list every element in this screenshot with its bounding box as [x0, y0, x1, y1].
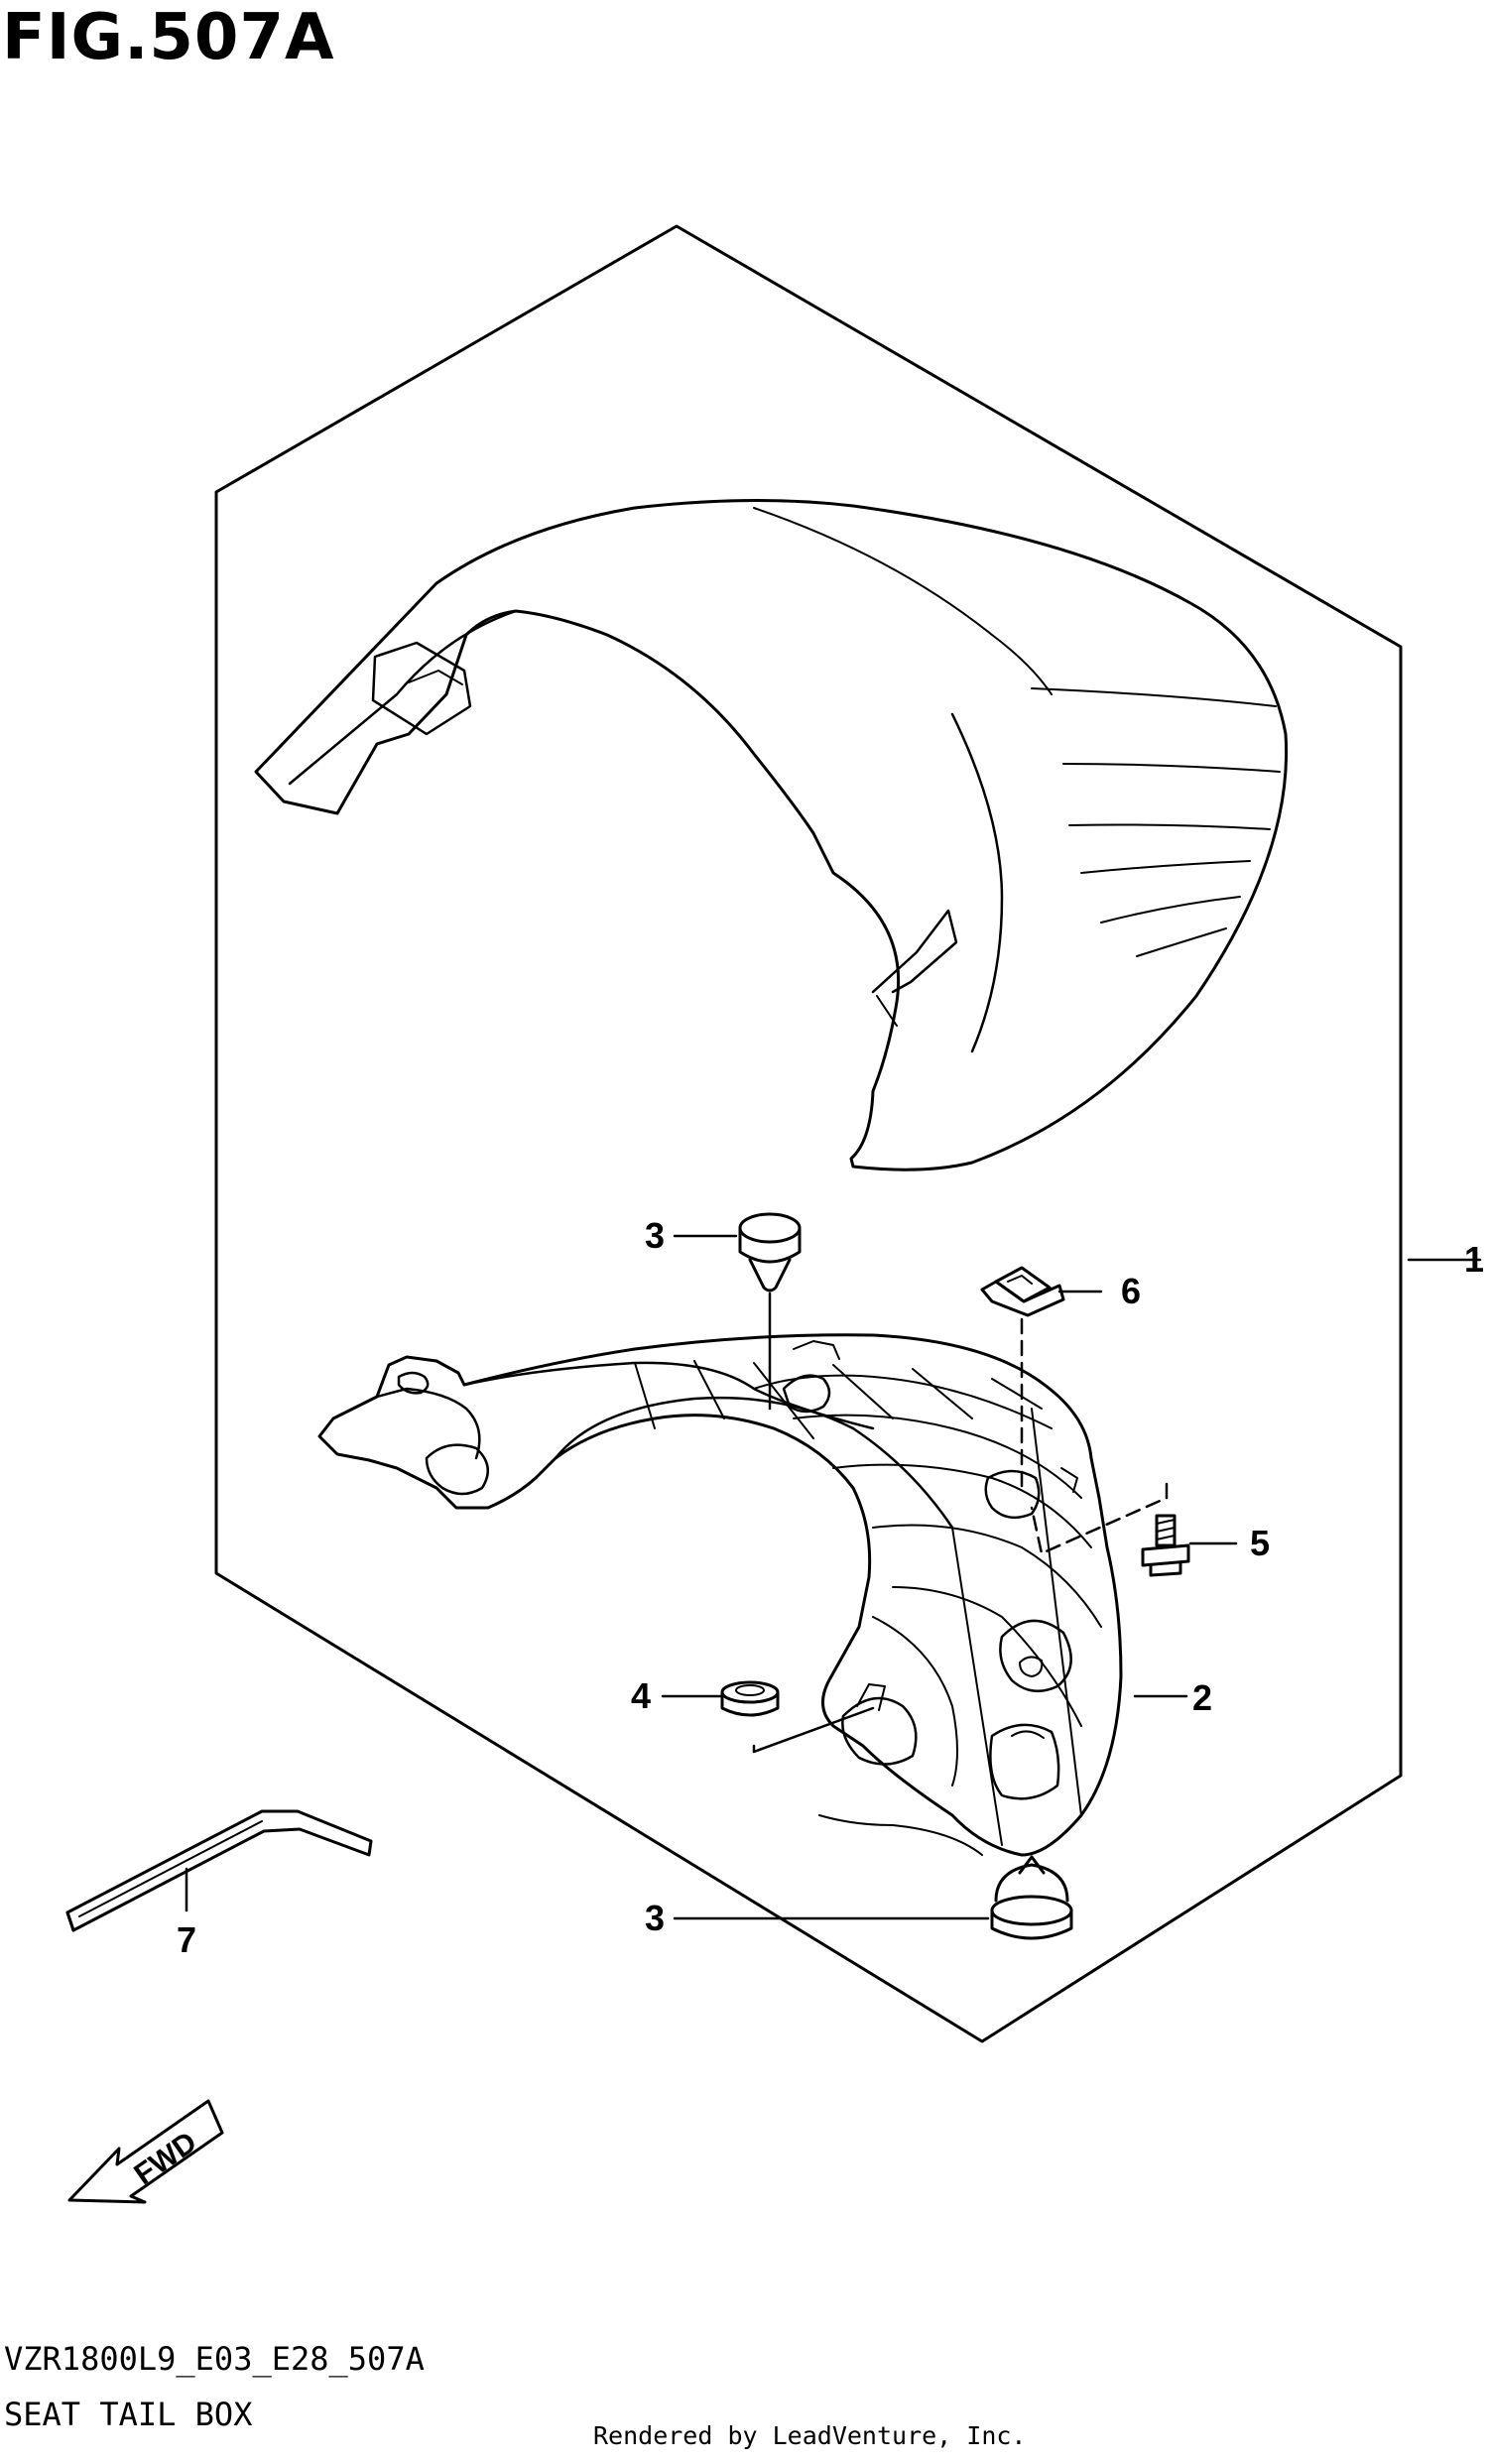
forward-arrow-icon: FWD: [67, 2099, 224, 2204]
leader-4-down: [752, 1706, 875, 1754]
render-credit: Rendered by LeadVenture, Inc.: [593, 2421, 1027, 2450]
leader-5-dashed: [1030, 1482, 1169, 1555]
bolt-part-5: [1141, 1514, 1190, 1577]
seat-tail-base-frame: [317, 1333, 1123, 1857]
callout-2: 2: [1192, 1677, 1212, 1718]
cushion-part-4: [720, 1680, 780, 1717]
callout-6: 6: [1121, 1271, 1141, 1311]
diagram-name: SEAT TAIL BOX: [4, 2396, 253, 2433]
grommet-top: [738, 1212, 802, 1293]
callout-1: 1: [1464, 1239, 1484, 1280]
grommet-bottom: [990, 1855, 1073, 1940]
callout-5: 5: [1250, 1523, 1270, 1563]
hex-wrench-part-7: [65, 1809, 373, 1932]
fwd-label: FWD: [129, 2126, 203, 2191]
callout-7: 7: [177, 1919, 196, 1960]
assembly-boundary: [214, 224, 1403, 2043]
callout-4: 4: [631, 1675, 651, 1716]
clip-nut-part-6: [980, 1266, 1065, 1317]
leader-lines: [185, 1234, 1482, 1920]
callout-3-top: 3: [645, 1215, 665, 1256]
callout-3-bottom: 3: [645, 1898, 665, 1938]
seat-tail-cover: [254, 498, 1289, 1171]
diagram-code: VZR1800L9_E03_E28_507A: [4, 2340, 425, 2378]
figure-title: FIG.507A: [2, 1, 335, 74]
